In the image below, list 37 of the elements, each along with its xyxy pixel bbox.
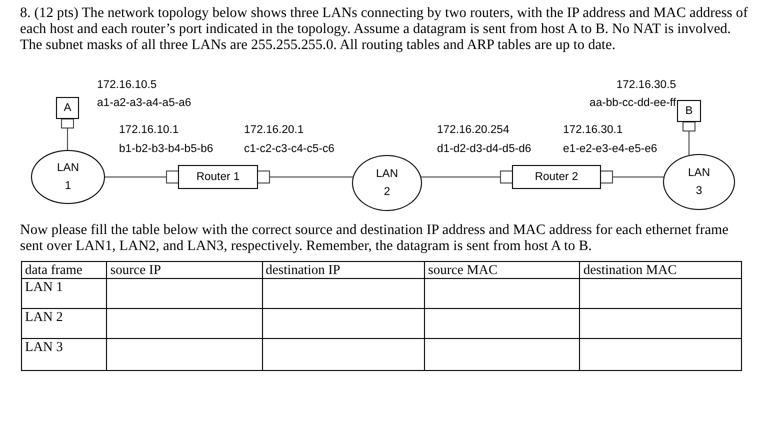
network-link (420, 176, 500, 178)
router-label: Router 2 (534, 170, 578, 185)
ip-address: 172.16.30.1 (563, 124, 623, 136)
router-box (500, 165, 613, 189)
host-box (56, 97, 79, 128)
column-header: destination IP (262, 262, 425, 278)
mac-address: c1-c2-c3-c4-c5-c6 (244, 143, 334, 155)
instruction-text: Now please fill the table below with the correct source and destination IP address and MAC address for each ethernet frame sent over LAN1, LAN2, and LAN3, respectively. Remember, the datagram is sent from host A to B. (20, 222, 730, 254)
mac-address: aa-bb-cc-dd-ee-ff (590, 97, 676, 109)
row-header: LAN 2 (22, 308, 107, 338)
router-label: Router 1 (196, 170, 240, 185)
row-header: LAN 1 (22, 278, 107, 308)
network-link (104, 176, 166, 178)
router-box (166, 165, 270, 189)
ip-address: 172.16.20.254 (437, 124, 510, 136)
lan-label: LAN 1 (56, 161, 80, 194)
column-header: data frame (22, 262, 107, 278)
ip-address: 172.16.10.5 (97, 79, 157, 91)
network-link (270, 176, 354, 178)
column-header: source IP (106, 262, 262, 278)
mac-address: d1-d2-d3-d4-d5-d6 (437, 143, 532, 155)
ip-address: 172.16.30.5 (616, 79, 676, 91)
question-text: 8. (12 pts) The network topology below shows three LANs connecting by two routers, with the IP address and MAC address of each host and each router’s port indicated in the topology. Assume a datagram is sent from host A to B. No NAT is involved. The subnet masks of all three LANs are 255.255.255.0. All routing tables and ARP tables are up to date. (20, 5, 748, 53)
network-link (612, 176, 664, 178)
mac-address: a1-a2-a3-a4-a5-a6 (97, 97, 192, 109)
column-header: destination MAC (580, 262, 742, 278)
host-label: B (685, 104, 693, 119)
lan-label: LAN 2 (375, 167, 399, 200)
row-header: LAN 3 (22, 338, 107, 370)
lan-label: LAN 3 (687, 166, 711, 199)
host-box (677, 100, 701, 131)
column-header: source MAC (424, 262, 580, 278)
ip-address: 172.16.20.1 (244, 124, 304, 136)
ip-address: 172.16.10.1 (119, 124, 179, 136)
host-label: A (64, 101, 72, 116)
mac-address: e1-e2-e3-e4-e5-e6 (563, 143, 658, 155)
mac-address: b1-b2-b3-b4-b5-b6 (119, 143, 214, 155)
